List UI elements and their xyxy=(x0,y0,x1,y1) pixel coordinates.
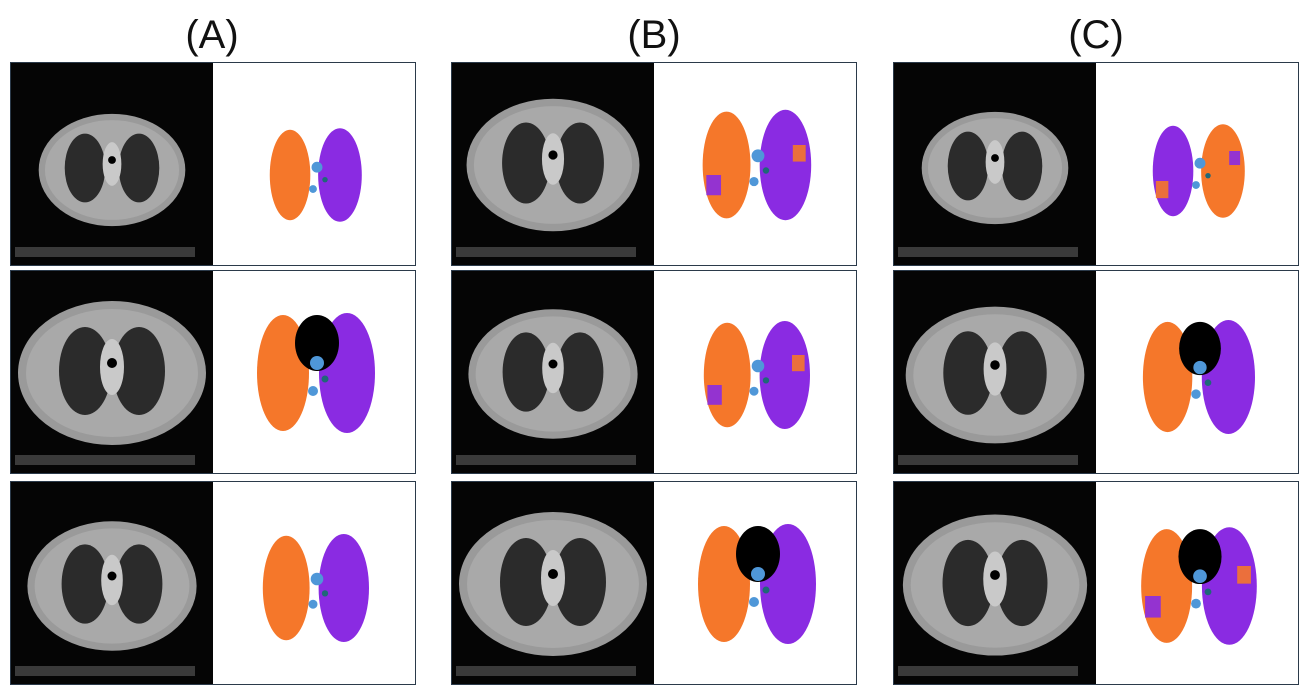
segmentation-mask xyxy=(702,109,812,221)
segmentation-mask xyxy=(1142,320,1255,434)
ct-scan-image xyxy=(452,271,654,473)
right-lung-region xyxy=(759,109,812,221)
segmentation-mask xyxy=(262,534,369,642)
left-lung-region xyxy=(1152,125,1194,217)
right-lung-region xyxy=(318,128,362,222)
panel-a-1 xyxy=(10,62,416,266)
segmentation-mask xyxy=(703,321,810,429)
left-lung-region xyxy=(702,111,751,219)
airway-region xyxy=(311,161,323,173)
panel-c-2 xyxy=(893,270,1299,474)
panel-c-1 xyxy=(893,62,1299,266)
right-lung-region xyxy=(318,534,369,642)
mass-region xyxy=(1179,321,1221,376)
mass-region xyxy=(1178,529,1222,585)
segmentation-mask xyxy=(1141,527,1257,645)
vessel-region xyxy=(322,176,328,183)
vessel-region xyxy=(1205,172,1211,179)
ct-scan-image xyxy=(11,482,213,684)
ct-scan-image xyxy=(452,63,654,265)
panel-b-1 xyxy=(451,62,857,266)
vessel-region xyxy=(762,377,770,384)
column-title-a: (A) xyxy=(185,13,239,57)
panel-a-2 xyxy=(10,270,416,474)
airway-region xyxy=(310,356,324,370)
vessel-region xyxy=(762,586,770,594)
right-lung-region xyxy=(1201,124,1245,218)
ct-scan-image xyxy=(894,63,1096,265)
airway-region xyxy=(1194,157,1206,169)
ct-scan-image xyxy=(894,271,1096,473)
airway-region xyxy=(1193,360,1207,375)
airway-region xyxy=(310,572,324,586)
column-title-c: (C) xyxy=(1068,13,1124,57)
segmentation-mask xyxy=(1152,124,1245,218)
airway-region xyxy=(751,149,765,163)
mass-region xyxy=(736,526,780,582)
ct-scan-image xyxy=(452,482,654,684)
airway-region xyxy=(1193,569,1207,584)
vessel-region xyxy=(321,590,329,597)
panel-a-3 xyxy=(10,481,416,685)
segmentation-mask xyxy=(269,128,362,222)
panel-b-2 xyxy=(451,270,857,474)
vessel-region xyxy=(1204,588,1212,596)
column-title-b: (B) xyxy=(627,13,681,57)
left-lung-region xyxy=(703,322,751,428)
panel-b-3 xyxy=(451,481,857,685)
ct-scan-image xyxy=(11,63,213,265)
vessel-region xyxy=(321,375,329,383)
segmentation-mask xyxy=(698,524,816,644)
left-lung-region xyxy=(269,129,311,221)
vessel-region xyxy=(762,167,770,174)
ct-scan-image xyxy=(894,482,1096,684)
airway-region xyxy=(751,359,765,373)
right-lung-region xyxy=(759,321,810,429)
vessel-region xyxy=(1204,379,1212,387)
left-lung-region xyxy=(262,535,310,641)
segmentation-mask xyxy=(257,313,375,433)
mass-region xyxy=(295,315,339,371)
airway-region xyxy=(751,567,765,581)
panel-c-3 xyxy=(893,481,1299,685)
ct-scan-image xyxy=(11,271,213,473)
